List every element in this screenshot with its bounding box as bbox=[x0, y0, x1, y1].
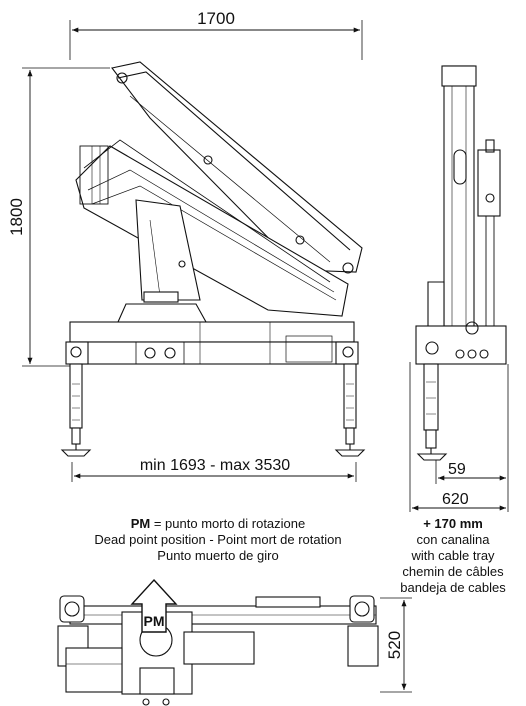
caption-cable-fr: chemin de câbles bbox=[402, 564, 504, 579]
dim-overall-width: 1700 bbox=[197, 9, 235, 28]
caption-cable-es: bandeja de cables bbox=[400, 580, 506, 595]
caption-line-3: Punto muerto de giro bbox=[157, 548, 279, 563]
caption-dead-point: PM = punto morto di rotazione Dead point… bbox=[68, 516, 368, 564]
caption-cable-it: con canalina bbox=[416, 532, 490, 547]
pm-marker-label: PM bbox=[144, 613, 165, 629]
dim-top-view-width: 520 bbox=[385, 631, 404, 659]
dim-side-width: 620 bbox=[442, 491, 469, 508]
side-view bbox=[409, 65, 509, 512]
caption-extra-width: + 170 mm bbox=[423, 516, 483, 531]
caption-pm-rest: = punto morto di rotazione bbox=[150, 516, 306, 531]
dim-stabilizer-span: min 1693 - max 3530 bbox=[140, 457, 290, 474]
caption-pm-line: PM = punto morto di rotazione bbox=[68, 516, 368, 532]
top-view bbox=[57, 595, 412, 706]
caption-cable-en: with cable tray bbox=[411, 548, 495, 563]
pm-arrow-icon bbox=[130, 578, 178, 633]
caption-line-2: Dead point position - Point mort de rota… bbox=[94, 532, 342, 547]
front-view bbox=[22, 20, 366, 482]
caption-cable-tray: + 170 mm con canalina with cable tray ch… bbox=[382, 516, 524, 596]
caption-pm-bold: PM bbox=[130, 516, 151, 531]
dim-overall-height: 1800 bbox=[7, 198, 26, 236]
dim-side-inner: 59 bbox=[448, 461, 466, 478]
